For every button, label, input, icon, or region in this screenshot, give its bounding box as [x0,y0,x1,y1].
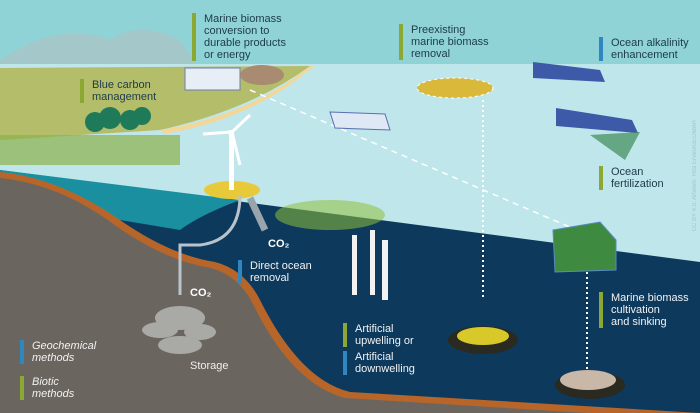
credit-text: CC BY 4.0, Artwork: Rita Erven/GEOMAR [692,120,698,232]
label-artificial-downwelling: Artificial downwelling [343,351,415,375]
upwelling-pipes [352,230,388,300]
upwelling-glow [275,200,385,230]
label-artificial-upwelling: Artificial upwelling or [343,323,414,347]
label-blue-carbon: Blue carbon management [80,79,156,103]
seabed [0,178,588,413]
coastal-water [0,170,240,230]
fertilization-plume [590,132,640,160]
label-ocean-fertilization: Ocean fertilization [599,166,664,190]
label-co2-storage: CO₂ [190,287,212,299]
seagrass [0,135,180,165]
sunk-sargassum [457,327,509,345]
fertilization-ship [556,108,638,133]
beach [160,66,314,134]
transport-path [249,89,601,241]
alkalinity-ship [533,62,605,82]
co2-pipe [178,194,242,295]
label-co2-intake: CO₂ [268,238,290,250]
label-preexisting-biomass-removal: Preexisting marine biomass removal [399,24,489,60]
factory [184,67,241,91]
storage-rocks [142,306,216,354]
wind-turbine-tower [229,130,234,190]
legend-biotic: Biotic methods [20,376,74,400]
biomass-pile [240,65,284,85]
label-ocean-alkalinity: Ocean alkalinity enhancement [599,37,689,61]
mangroves [85,107,151,132]
biomass-boat [329,111,391,131]
label-direct-ocean-removal: Direct ocean removal [238,260,312,284]
wind-turbine-blades [202,113,252,166]
sunk-seaweed [560,370,616,390]
legend-geochemical: Geochemical methods [20,340,96,364]
sargassum-patch [416,77,494,99]
label-storage: Storage [190,360,229,372]
intake-pipe [246,196,269,232]
label-biomass-conversion: Marine biomass conversion to durable pro… [192,13,286,61]
label-biomass-cultivation: Marine biomass cultivation and sinking [599,292,689,328]
cultivation-cage [552,221,617,273]
